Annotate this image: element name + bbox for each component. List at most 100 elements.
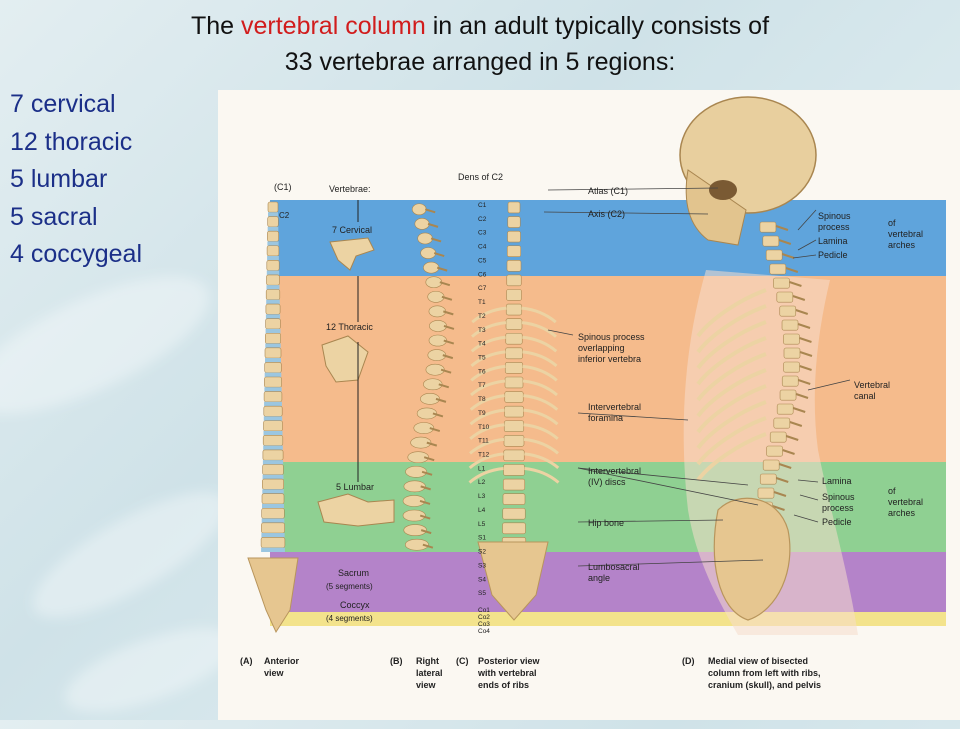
label-d-lower-arches: arches bbox=[888, 508, 916, 518]
region-item-cervical: 7 cervical bbox=[10, 90, 116, 118]
rib-end-right bbox=[523, 437, 559, 455]
vertebra bbox=[261, 507, 285, 519]
vertebra bbox=[267, 216, 279, 228]
rib bbox=[696, 352, 767, 402]
vertebra bbox=[766, 445, 783, 457]
rib-end-right bbox=[524, 452, 560, 470]
rib-end-right bbox=[523, 394, 559, 411]
segment-label: Co4 bbox=[478, 628, 490, 635]
vertebra bbox=[762, 235, 780, 247]
intervertebral-disc bbox=[262, 503, 284, 509]
label-d-process: process bbox=[818, 222, 850, 232]
label-d-lower-process: process bbox=[822, 503, 854, 513]
spinous-process bbox=[792, 295, 806, 301]
spinous-process bbox=[775, 225, 789, 231]
posterior-view-spine bbox=[468, 201, 560, 549]
label-coccyx: Coccyx bbox=[340, 600, 370, 610]
vertebra bbox=[507, 216, 521, 228]
segment-label: T8 bbox=[478, 396, 486, 403]
spinous-process bbox=[797, 379, 811, 385]
vertebra bbox=[779, 389, 797, 401]
label-iv-foramina-1: Intervertebral bbox=[588, 402, 641, 412]
rib bbox=[696, 368, 767, 418]
vertebra bbox=[427, 290, 445, 303]
segment-label: C1 bbox=[478, 202, 487, 209]
intervertebral-disc bbox=[266, 285, 280, 290]
vertebra bbox=[404, 538, 429, 551]
rib-end-left bbox=[470, 379, 506, 397]
intervertebral-disc bbox=[267, 255, 279, 261]
vertebra bbox=[781, 319, 799, 331]
segment-label: T3 bbox=[478, 327, 486, 334]
spinous-process bbox=[420, 485, 431, 491]
segment-labels: C1C2C3C4C5C6C7T1T2T3T4T5T6T7T8T9T10T11T1… bbox=[478, 202, 490, 635]
segment-label: T9 bbox=[478, 410, 486, 417]
spinous-process bbox=[799, 351, 813, 357]
spinous-process bbox=[419, 514, 431, 520]
rib-end-left bbox=[470, 364, 506, 382]
label-d-lower-vertebral: vertebral bbox=[888, 497, 923, 507]
spinous-process bbox=[426, 441, 438, 447]
medial-view-spine bbox=[755, 221, 813, 555]
vertebra bbox=[773, 417, 791, 429]
vertebra bbox=[504, 405, 524, 418]
label-spinous-2: overlapping bbox=[578, 343, 625, 353]
caption-d-id: (D) bbox=[682, 656, 695, 666]
spinous-process bbox=[424, 208, 436, 214]
segment-label: C3 bbox=[478, 230, 487, 237]
vertebra bbox=[503, 449, 525, 462]
title-line-2: 33 vertebrae arranged in 5 regions: bbox=[284, 48, 676, 76]
caption-c-2: with vertebral bbox=[477, 668, 537, 678]
segment-label: T2 bbox=[478, 313, 486, 320]
intervertebral-disc bbox=[264, 372, 282, 377]
segment-label: S3 bbox=[478, 562, 486, 569]
vertebra bbox=[759, 473, 777, 485]
region-item-thoracic: 12 thoracic bbox=[10, 127, 133, 156]
spinous-process bbox=[781, 253, 795, 259]
spinous-process bbox=[799, 337, 812, 343]
intervertebral-disc bbox=[264, 387, 282, 392]
label-d-canal-2: canal bbox=[854, 391, 876, 401]
segment-label: S5 bbox=[478, 590, 486, 597]
label-c1: (C1) bbox=[274, 182, 292, 192]
title-line-1-post: in an adult typically consists of bbox=[425, 12, 770, 40]
rib bbox=[696, 320, 767, 370]
rib-end-left bbox=[470, 335, 506, 353]
vertebra bbox=[263, 420, 283, 432]
intervertebral-disc bbox=[262, 489, 284, 494]
spinous-process bbox=[420, 529, 432, 535]
segment-label: C7 bbox=[478, 285, 487, 292]
rib-end-left bbox=[469, 437, 505, 455]
intervertebral-disc bbox=[265, 343, 281, 348]
rib-end-right bbox=[521, 321, 557, 338]
vertebra bbox=[417, 232, 433, 245]
label-d-spinous: Spinous bbox=[818, 211, 851, 221]
spinous-process bbox=[427, 222, 439, 228]
label-atlas: Atlas (C1) bbox=[588, 186, 628, 196]
label-7-cervical: 7 Cervical bbox=[332, 225, 372, 235]
caption-a-1: Anterior bbox=[264, 656, 300, 666]
intervertebral-disc bbox=[267, 241, 279, 246]
rib bbox=[696, 384, 767, 434]
segment-label: T5 bbox=[478, 354, 486, 361]
cervical-vertebra-example bbox=[329, 237, 375, 271]
spinous-process bbox=[785, 267, 799, 273]
rib-end-left bbox=[469, 423, 505, 440]
intervertebral-disc bbox=[263, 445, 283, 450]
region-list: 7 cervical 12 thoracic 5 lumbar 5 sacral… bbox=[10, 86, 142, 274]
vertebra bbox=[402, 495, 426, 507]
ribs bbox=[696, 288, 767, 482]
vertebra bbox=[502, 522, 526, 535]
rib-end-left bbox=[468, 452, 504, 470]
label-hip-bone: Hip bone bbox=[588, 518, 624, 528]
segment-label: Co2 bbox=[478, 614, 490, 621]
vertebra bbox=[783, 361, 800, 373]
vertebra bbox=[781, 375, 799, 387]
spinous-process bbox=[441, 295, 453, 301]
vertebra bbox=[262, 449, 284, 461]
vertebra bbox=[265, 303, 281, 315]
segment-label: T12 bbox=[478, 452, 490, 459]
title-line-1-pre: The bbox=[190, 12, 241, 40]
caption-c-3: ends of ribs bbox=[478, 680, 529, 690]
vertebra bbox=[505, 303, 523, 316]
